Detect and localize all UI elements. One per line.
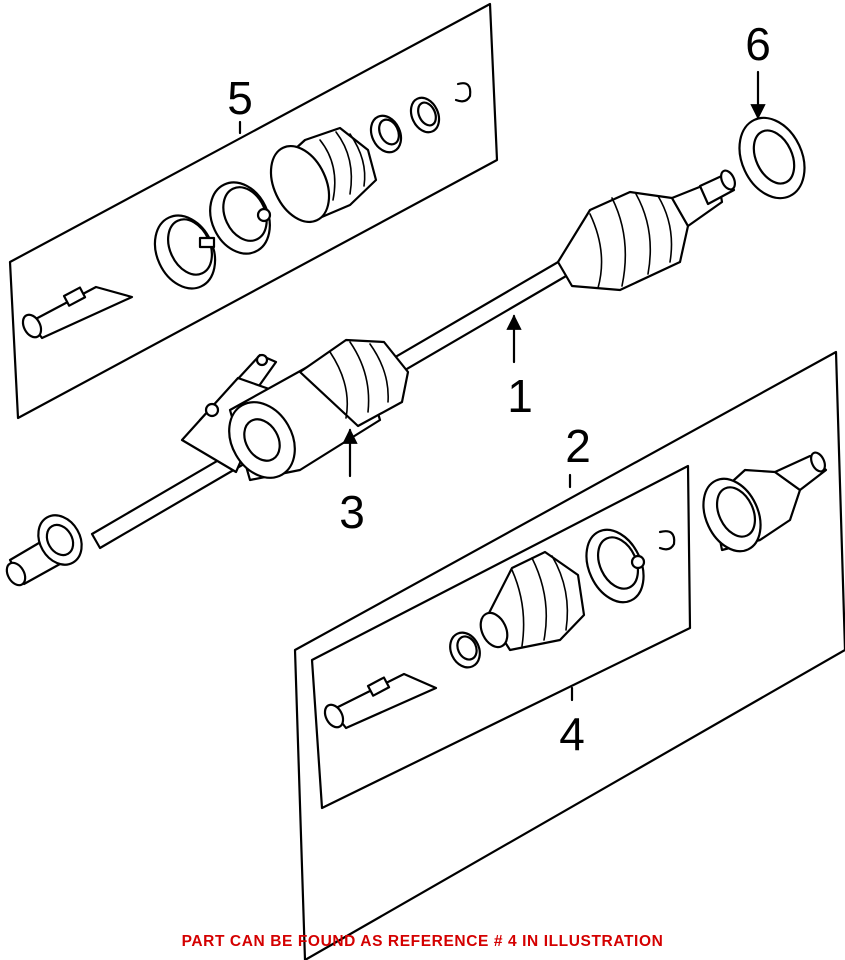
- cv-boot-inner: [269, 126, 378, 224]
- reference-note: PART CAN BE FOUND AS REFERENCE # 4 IN IL…: [181, 933, 664, 950]
- inner-stub: [5, 514, 83, 587]
- kit-5-panel: [8, 2, 499, 420]
- callout-6: 6: [745, 18, 771, 70]
- boot-clamp-large: [153, 214, 217, 290]
- abs-tone-ring: [738, 116, 806, 200]
- boot-ring: [209, 181, 272, 255]
- boot-clamp-small-4: [449, 631, 481, 669]
- cv-boot-4: [479, 550, 586, 652]
- grease-tube-4: [323, 672, 438, 730]
- inner-boot: [298, 338, 410, 428]
- callout-5: 5: [227, 72, 253, 124]
- boot-clamp-small: [369, 114, 403, 154]
- outer-stub: [670, 169, 736, 228]
- axle-assembly: [5, 169, 736, 587]
- callout-2: 2: [565, 420, 591, 472]
- callout-3: 3: [339, 486, 365, 538]
- grease-tube: [21, 285, 134, 340]
- kit-2-panel: [293, 350, 845, 960]
- callout-4: 4: [559, 708, 585, 760]
- boot-ring-4: [585, 528, 646, 604]
- snap-ring-5: [454, 82, 472, 103]
- kit-4-panel: [310, 464, 692, 810]
- outer-boot: [556, 190, 690, 292]
- outer-cv-joint: [702, 451, 828, 553]
- snap-ring-4: [658, 530, 676, 551]
- ring-bushing: [409, 96, 441, 134]
- callout-1: 1: [507, 370, 533, 422]
